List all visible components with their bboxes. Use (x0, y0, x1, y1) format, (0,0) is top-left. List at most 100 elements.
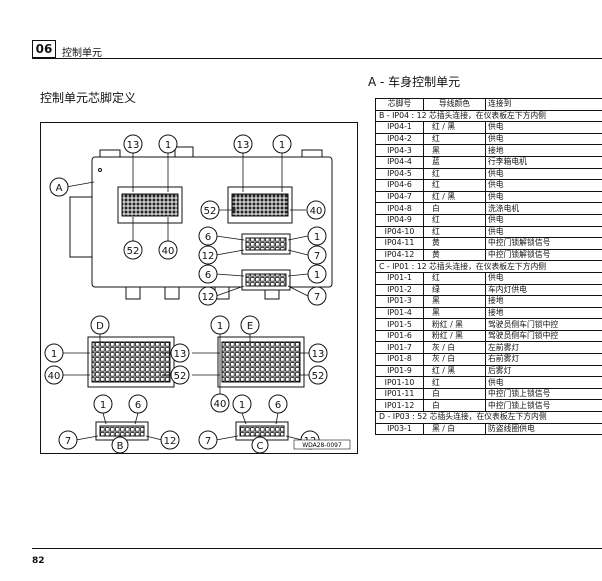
callout-a: A (56, 183, 63, 194)
connects-to-cell: 供电 (485, 271, 602, 285)
pin-cell: IP04-3 (375, 144, 424, 157)
pin-cell: IP01-2 (375, 283, 424, 297)
connects-to-cell: 供电 (485, 167, 602, 181)
footer-divider (32, 548, 602, 549)
pin-cell: IP04-5 (375, 167, 424, 181)
callout-1: 1 (165, 140, 171, 151)
connects-to-cell: 驾驶员侧车门锁中控 (485, 318, 602, 331)
pin-cell: IP03-1 (375, 422, 424, 436)
wire-color-cell: 黑 (423, 306, 486, 320)
wire-color-cell: 粉红 / 黑 (423, 329, 486, 343)
wire-color-cell: 灰 / 白 (423, 341, 486, 355)
pin-cell: IP04-8 (375, 202, 424, 215)
connects-to-cell: 接地 (485, 144, 602, 157)
pin-cell: IP04-11 (375, 237, 424, 250)
connects-to-cell: 供电 (485, 190, 602, 204)
wire-color-cell: 红 / 黑 (423, 364, 486, 378)
wire-color-cell: 白 (423, 202, 486, 215)
page-number: 82 (32, 556, 45, 566)
callout-52: 52 (312, 371, 325, 382)
connects-to-cell: 后雾灯 (485, 364, 602, 378)
pin-cell: IP01-9 (375, 364, 424, 378)
callout-52: 52 (204, 206, 217, 217)
pin-cell: IP01-12 (375, 399, 424, 413)
wire-color-cell: 粉红 / 黑 (423, 318, 486, 331)
section-title-body-control-unit: A - 车身控制单元 (368, 75, 461, 89)
callout-1: 1 (51, 349, 57, 360)
figure-code: WDA28-0097 (302, 442, 342, 449)
connects-to-cell: 供电 (485, 213, 602, 227)
connects-to-cell: 中控门锁解锁信号 (485, 248, 602, 262)
connects-to-cell: 行李箱电机 (485, 155, 602, 169)
callout-b: B (117, 441, 124, 452)
table-header-row: 芯脚号 导线颜色 连接到 (375, 98, 602, 111)
pin-cell: IP01-7 (375, 341, 424, 355)
pin-cell: IP04-6 (375, 179, 424, 192)
wire-color-cell: 红 (423, 167, 486, 181)
callout-52: 52 (174, 371, 187, 382)
wire-color-cell: 红 (423, 225, 486, 239)
pin-cell: IP01-5 (375, 318, 424, 331)
connects-to-cell: 供电 (485, 376, 602, 389)
connects-to-cell: 接地 (485, 295, 602, 308)
connects-to-cell: 中控门锁解锁信号 (485, 237, 602, 250)
wire-color-cell: 灰 / 白 (423, 353, 486, 366)
callout-12: 12 (202, 292, 215, 303)
pin-cell: IP04-1 (375, 121, 424, 134)
wire-color-cell: 红 (423, 376, 486, 389)
connects-to-cell: 供电 (485, 121, 602, 134)
callout-1: 1 (239, 400, 245, 411)
callout-13: 13 (127, 140, 140, 151)
callout-1: 1 (100, 400, 106, 411)
callout-d: D (96, 321, 104, 332)
connects-to-cell: 左前雾灯 (485, 341, 602, 355)
callout-1: 1 (314, 232, 320, 243)
callout-40: 40 (214, 399, 227, 410)
wire-color-cell: 红 / 黑 (423, 190, 486, 204)
connects-to-cell: 供电 (485, 225, 602, 239)
callout-7: 7 (314, 251, 320, 262)
section-heading: B - IP04 : 12 芯插头连接，在仪表板左下方内侧 (375, 109, 602, 123)
callout-1: 1 (217, 321, 223, 332)
connects-to-cell: 供电 (485, 179, 602, 192)
pin-cell: IP04-2 (375, 132, 424, 146)
wire-color-cell: 黑 / 白 (423, 422, 486, 436)
chapter-number: 06 (32, 40, 56, 58)
callout-40: 40 (48, 371, 61, 382)
connects-to-cell: 防盗线圈供电 (485, 422, 602, 436)
pin-cell: IP04-7 (375, 190, 424, 204)
wire-color-cell: 白 (423, 399, 486, 413)
module-52-pin-receptacles (117, 186, 293, 224)
pin-cell: IP04-4 (375, 155, 424, 169)
connects-to-cell: 接地 (485, 306, 602, 320)
callout-13: 13 (237, 140, 250, 151)
pin-cell: IP01-6 (375, 329, 424, 343)
wire-color-cell: 蓝 (423, 155, 486, 169)
section-title-pin-definition: 控制单元芯脚定义 (40, 91, 137, 105)
callout-c: C (257, 441, 264, 452)
section-heading: D - IP03 : 52 芯插头连接，在仪表板左下方内侧 (375, 411, 602, 424)
table-section-row: D - IP03 : 52 芯插头连接，在仪表板左下方内侧 (375, 411, 602, 424)
callout-40: 40 (310, 206, 323, 217)
callout-7: 7 (314, 292, 320, 303)
pin-cell: IP01-8 (375, 353, 424, 366)
callout-6: 6 (275, 400, 281, 411)
